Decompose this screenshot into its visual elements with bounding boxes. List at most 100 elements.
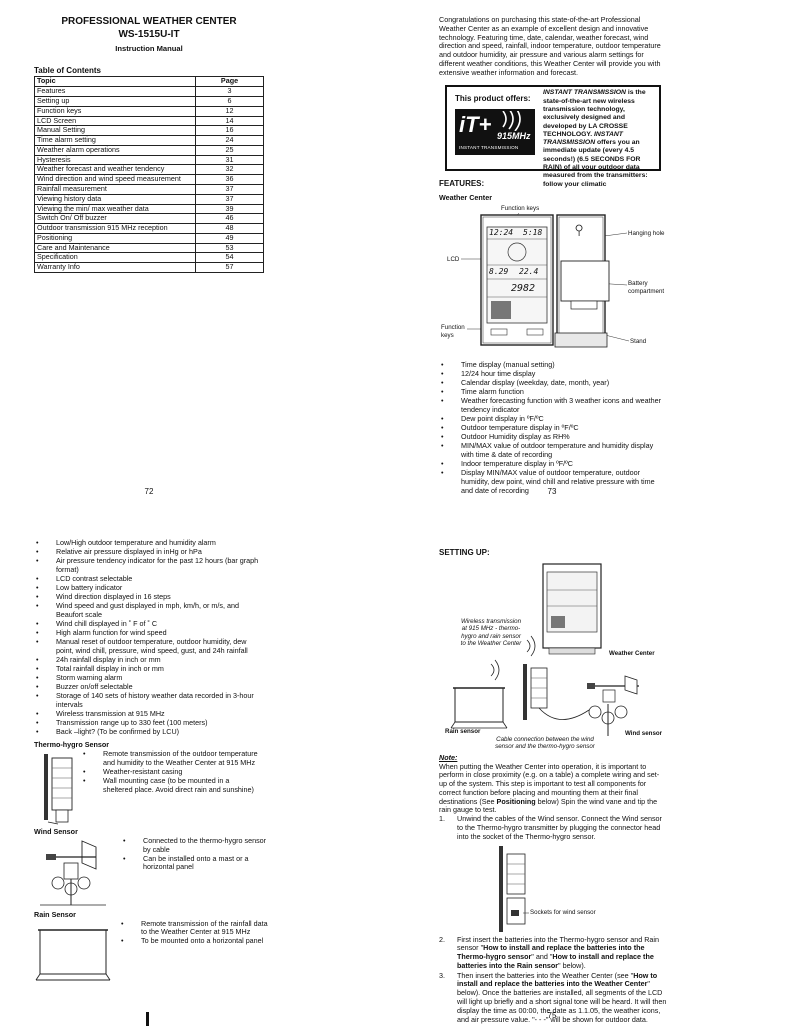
label-lcd: LCD — [447, 256, 460, 263]
note-label: Note: — [439, 752, 458, 762]
toc-topic: Wind direction and wind speed measuremen… — [34, 174, 196, 185]
wind-sensor-item: Can be installed onto a mast or a horizo… — [121, 854, 271, 873]
toc-topic: Setting up — [34, 95, 196, 107]
sockets-label: Sockets for wind sensor — [530, 908, 596, 916]
weather-center-figure: Function keys Hanging hole LCD Battery c… — [439, 205, 667, 355]
step-2-number: 2. — [439, 934, 445, 944]
toc-row: Wind direction and wind speed measuremen… — [34, 174, 264, 185]
rain-sensor-list: Remote transmission of the rainfall data… — [119, 919, 269, 947]
page-number-73: 73 — [547, 487, 557, 496]
weather-center-label: Weather Center — [609, 649, 655, 657]
feature-item: Air pressure tendency indicator for the … — [34, 556, 260, 575]
setup-steps-continued: 2. First insert the batteries into the T… — [439, 934, 667, 1025]
thermo-hygro-item: Remote transmission of the outdoor tempe… — [81, 749, 259, 768]
feature-item: Outdoor Humidity display as RH% — [439, 433, 667, 442]
weather-center-drawing — [461, 212, 630, 348]
offer-it-term: INSTANT TRANSMISSION — [543, 89, 626, 97]
wind-sensor-heading: Wind Sensor — [34, 827, 78, 837]
feature-item: Low battery indicator — [34, 583, 260, 593]
step-1-number: 1. — [439, 814, 445, 824]
toc-topic: Warranty Info — [34, 262, 196, 273]
toc-page: 36 — [195, 174, 264, 185]
wind-sensor-drawing — [40, 840, 106, 906]
features-list-74: Low/High outdoor temperature and humidit… — [34, 538, 260, 737]
toc-page: 25 — [195, 144, 264, 156]
logo-subtext: INSTANT TRANSMISSION — [459, 145, 519, 151]
rain-sensor-section: Remote transmission of the rainfall data… — [34, 919, 278, 981]
intro-paragraph: Congratulations on purchasing this state… — [439, 15, 661, 77]
toc-page: 48 — [195, 223, 264, 234]
toc-page: 24 — [195, 135, 264, 146]
feature-item: Manual reset of outdoor temperature, out… — [34, 637, 260, 656]
feature-item: Storage of 140 sets of history weather d… — [34, 692, 260, 710]
feature-item: Calendar display (weekday, date, month, … — [439, 378, 667, 388]
note-block: Note: When putting the Weather Center in… — [439, 752, 667, 815]
toc-page: 49 — [195, 232, 264, 244]
page-72: PROFESSIONAL WEATHER CENTER WS-1515U-IT … — [34, 16, 264, 273]
page-number-72: 72 — [144, 487, 154, 496]
step-1-text: Unwind the cables of the Wind sensor. Co… — [457, 814, 662, 841]
note-text-b: below) Spin the wind vane and tip the ra… — [439, 796, 658, 815]
feature-item: High alarm function for wind speed — [34, 628, 260, 638]
toc-page: 37 — [195, 183, 264, 195]
step-3: 3. Then insert the batteries into the We… — [439, 970, 667, 1025]
feature-item: Buzzer on/off selectable — [34, 683, 260, 692]
setup-steps: 1. Unwind the cables of the Wind sensor.… — [439, 814, 667, 841]
manual-subtitle: Instruction Manual — [115, 44, 183, 54]
thermo-hygro-section: Remote transmission of the outdoor tempe… — [34, 749, 278, 826]
thermo-hygro-item: Weather-resistant casing — [81, 767, 259, 777]
toc-topic: Features — [34, 86, 196, 97]
weather-center-heading: Weather Center — [439, 193, 492, 203]
setup-drawing — [450, 563, 639, 736]
toc-page: 12 — [195, 105, 264, 117]
rain-sensor-item: Remote transmission of the rainfall data… — [119, 919, 269, 938]
socket-drawing — [499, 845, 529, 932]
feature-item: Total rainfall display in inch or mm — [34, 664, 260, 674]
feature-item: Wind speed and gust displayed in mph, km… — [34, 601, 260, 620]
page-75: SETTING UP: — [439, 548, 667, 1024]
it-915mhz-logo: iT+ 915MHz INSTANT TRANSMISSION — [455, 109, 535, 156]
feature-item: Wind chill displayed in ˚ F of ˚ C — [34, 619, 260, 629]
wireless-caption: Wireless transmission at 915 MHz - therm… — [460, 617, 522, 648]
page-74: Low/High outdoor temperature and humidit… — [34, 538, 278, 981]
offer-text-a: is the state-of-the-art new wireless tra… — [543, 89, 646, 130]
wind-sensor-label: Wind sensor — [625, 729, 663, 737]
offer-text-b: offers you an immediate update (every 4.… — [543, 139, 648, 188]
rain-sensor-label: Rain sensor — [445, 727, 481, 735]
manual-title: PROFESSIONAL WEATHER CENTER — [61, 16, 237, 27]
thermo-hygro-item: Wall mounting case (to be mounted in a s… — [81, 776, 259, 795]
label-hanging-hole: Hanging hole — [628, 230, 665, 237]
toc-page: 57 — [195, 262, 264, 273]
feature-item: Time display (manual setting) — [439, 360, 667, 370]
rain-sensor-item: To be mounted onto a horizontal panel — [119, 937, 269, 946]
rain-sensor-drawing — [35, 928, 111, 981]
toc-page: 6 — [195, 95, 264, 107]
feature-item: 24h rainfall display in inch or mm — [34, 655, 260, 665]
model-number: WS-1515U-IT — [118, 29, 180, 41]
step-3-number: 3. — [439, 970, 445, 980]
toc-topic: Function keys — [34, 105, 196, 117]
step-3-bold: How to install and replace the batteries… — [457, 970, 658, 989]
feature-item: 12/24 hour time display — [439, 369, 667, 379]
toc-topic: Time alarm setting — [34, 135, 196, 146]
lcd-time-readout: 12:24 — [489, 228, 514, 237]
thermo-hygro-list: Remote transmission of the outdoor tempe… — [81, 749, 259, 795]
page-number-75: 75 — [547, 1011, 557, 1020]
wind-sensor-list: Connected to the thermo-hygro sensor by … — [121, 836, 271, 873]
step-2-text-c: " below). — [558, 960, 586, 970]
step-2-bold-a: How to install and replace the batteries… — [457, 943, 645, 962]
features-heading: FEATURES: — [439, 179, 485, 189]
toc-topic: Rainfall measurement — [34, 183, 196, 195]
toc-heading: Table of Contents — [34, 65, 101, 75]
note-text-a: When putting the Weather Center into ope… — [439, 761, 660, 806]
logo-main-text: iT+ — [459, 112, 492, 138]
feature-item: Outdoor temperature display in ºF/ºC — [439, 423, 667, 433]
toc-page: 3 — [195, 86, 264, 97]
offer-brand: LA CROSSE TECHNOLOGY. — [543, 122, 628, 138]
